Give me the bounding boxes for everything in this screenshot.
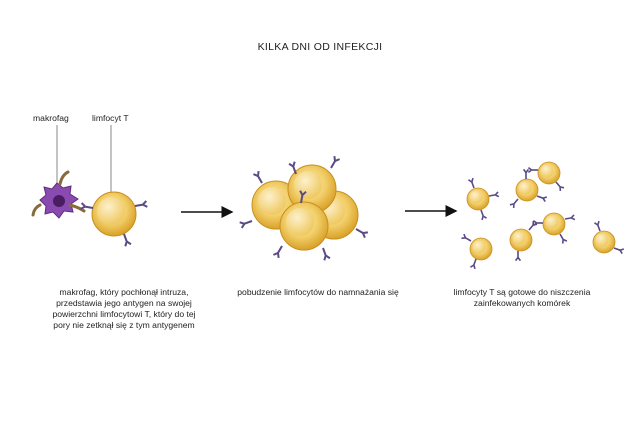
t-cell-small-1	[466, 177, 500, 221]
stage3-caption: limfocyty T są gotowe do niszczenia zain…	[453, 287, 591, 308]
t-cell-label: limfocyt T	[92, 113, 129, 123]
diagram-title: KILKA DNI OD INFEKCJI	[257, 41, 383, 53]
t-cell-stage1	[79, 191, 149, 248]
macrophage-label: makrofag	[33, 113, 69, 123]
stage1-caption: makrofag, który pochłonął intruza, przed…	[52, 287, 196, 330]
t-cell-small-2	[509, 168, 548, 209]
macrophage-cell	[31, 170, 86, 219]
t-cell-small-7	[592, 220, 625, 255]
t-cell-cluster	[238, 155, 369, 262]
t-cell-small-6	[532, 212, 576, 245]
t-cell-small-3	[527, 161, 565, 192]
t-cell-small-4	[460, 233, 493, 270]
stage2-caption: pobudzenie limfocytów do namnażania się	[237, 287, 399, 297]
t-cell-small-5	[509, 220, 538, 262]
